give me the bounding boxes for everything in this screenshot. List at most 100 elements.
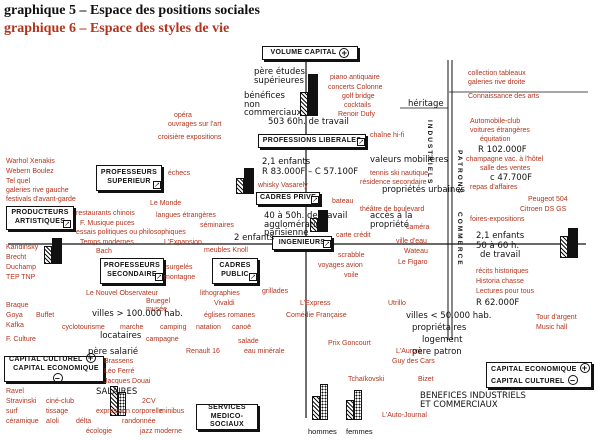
bar-chart-mark bbox=[308, 74, 318, 116]
cadres-prive-label: CADRES PRIVE bbox=[259, 194, 317, 202]
position-label: 50 à 60 h. bbox=[476, 241, 520, 251]
style-label: repas d'affaires bbox=[470, 184, 518, 191]
prof-sec-label: PROFESSEURS SECONDAIRE bbox=[103, 262, 161, 278]
style-label: Buffet bbox=[36, 312, 55, 319]
style-label: Tel quel bbox=[6, 178, 31, 185]
style-label: aïoli bbox=[46, 418, 59, 425]
position-label: propriétés urbaines bbox=[382, 185, 465, 195]
style-label: L'Aurore bbox=[396, 348, 423, 355]
style-label: concerts Colonne bbox=[328, 84, 383, 91]
style-label: eau minérale bbox=[244, 348, 285, 355]
box-professeurs-secondaire: PROFESSEURS SECONDAIRE bbox=[100, 258, 164, 284]
style-label: grillades bbox=[262, 288, 289, 295]
style-label: champagne vac. à l'hôtel bbox=[466, 156, 544, 163]
arrow-icon: ↗ bbox=[155, 273, 163, 281]
position-label: héritage bbox=[408, 99, 444, 109]
box-ingenieurs: INGENIEURS bbox=[272, 236, 332, 250]
bar-chart-mark bbox=[312, 396, 320, 420]
style-label: Warhol Xenakis bbox=[6, 158, 55, 165]
style-label: randonnée bbox=[122, 418, 156, 425]
position-label: femmes bbox=[346, 427, 373, 436]
bar-chart-mark bbox=[244, 168, 254, 194]
style-label: Webern Boulez bbox=[6, 168, 54, 175]
style-label: théâtre de boulevard bbox=[360, 206, 425, 213]
arrow-icon: ↗ bbox=[153, 181, 161, 189]
style-label: salade bbox=[238, 338, 259, 345]
style-label: Bruegel bbox=[146, 298, 171, 305]
style-label: essais politiques ou philosophiques bbox=[76, 229, 186, 236]
bar-chart-mark bbox=[354, 390, 362, 420]
style-label: Peugeot 504 bbox=[528, 196, 568, 203]
style-label: voitures étrangères bbox=[470, 127, 530, 134]
position-label: BENEFICES INDUSTRIELS ET COMMERCIAUX bbox=[420, 391, 526, 410]
style-label: Renault 16 bbox=[186, 348, 220, 355]
style-label: camping bbox=[160, 324, 187, 331]
style-label: canoë bbox=[232, 324, 252, 331]
style-label: F. Musique puces bbox=[80, 220, 135, 227]
style-label: Brecht bbox=[6, 254, 27, 261]
style-label: Brassens bbox=[104, 358, 134, 365]
style-label: Guy des Cars bbox=[392, 358, 435, 365]
style-label: whisky Vasarely bbox=[258, 182, 308, 189]
style-label: Ravel bbox=[6, 388, 24, 395]
bar-chart-mark bbox=[318, 210, 328, 232]
plus-circle-icon: + bbox=[85, 352, 96, 363]
style-label: salle des ventes bbox=[480, 165, 531, 172]
bar-chart-mark bbox=[320, 384, 328, 420]
position-label: hommes bbox=[308, 427, 337, 436]
style-label: résidence secondaire bbox=[360, 179, 427, 186]
position-label: bénéfices non commerciaux bbox=[244, 91, 302, 118]
style-label: carte crédit bbox=[336, 232, 371, 239]
style-label: meubles Knoll bbox=[204, 247, 248, 254]
arrow-icon: ↗ bbox=[357, 138, 365, 146]
style-label: Le Figaro bbox=[398, 259, 428, 266]
bar-chart-mark bbox=[44, 246, 52, 264]
style-label: croisière expositions bbox=[158, 134, 222, 141]
style-label: expression corporelle bbox=[96, 408, 163, 415]
style-label: voyages avion bbox=[318, 262, 363, 269]
position-label: 40 à 50h. de travail agglomération paris… bbox=[264, 211, 348, 238]
position-label: de travail bbox=[480, 250, 521, 260]
style-label: Tour d'argent bbox=[536, 314, 577, 321]
style-label: F. Culture bbox=[6, 336, 36, 343]
style-label: L'Auto-Journal bbox=[382, 412, 427, 419]
style-label: délta bbox=[76, 418, 92, 425]
style-label: galeries rive gauche bbox=[6, 187, 69, 194]
style-label: jazz moderne bbox=[140, 428, 183, 435]
arrow-icon: ↗ bbox=[323, 240, 331, 248]
style-label: campagne bbox=[146, 336, 179, 343]
bar-chart-mark bbox=[110, 386, 118, 416]
style-label: caméra bbox=[406, 224, 430, 231]
style-label: Goya bbox=[6, 312, 23, 319]
style-label: Kandinsky bbox=[6, 244, 39, 251]
style-label: lithographies bbox=[200, 290, 240, 297]
style-label: Vivaldi bbox=[214, 300, 235, 307]
vertical-industriels: INDUSTRIELS bbox=[426, 120, 433, 186]
position-label: père salarié bbox=[88, 347, 139, 357]
style-label: minibus bbox=[160, 408, 185, 415]
style-label: Braque bbox=[6, 302, 29, 309]
minus-circle-icon: – bbox=[52, 373, 63, 384]
style-label: Kafka bbox=[6, 322, 24, 329]
vertical-patrons: PATRONS bbox=[456, 150, 463, 195]
style-label: Connaissance des arts bbox=[468, 93, 540, 100]
producteurs-label: PRODUCTEURS ARTISTIQUES bbox=[11, 209, 69, 225]
prof-lib-label: PROFESSIONS LIBERALES bbox=[262, 136, 362, 144]
style-label: foires-expositions bbox=[470, 216, 525, 223]
position-label: c 47.700F bbox=[490, 173, 533, 183]
position-label: père patron bbox=[412, 347, 462, 357]
style-label: L'Express bbox=[300, 300, 331, 307]
bar-chart-mark bbox=[346, 400, 354, 420]
style-label: récits historiques bbox=[476, 268, 529, 275]
position-label: accès à la propriété bbox=[370, 211, 413, 230]
style-label: Wateau bbox=[404, 248, 428, 255]
style-label: TEP TNP bbox=[6, 274, 36, 281]
style-label: 2CV bbox=[142, 398, 156, 405]
style-label: Utrillo bbox=[388, 300, 406, 307]
bar-chart-mark bbox=[236, 178, 244, 194]
style-label: Tchaïkovski bbox=[348, 376, 385, 383]
box-volume-label: VOLUME CAPITAL bbox=[270, 48, 337, 56]
style-label: Le Monde bbox=[150, 200, 182, 207]
plus-circle-icon: + bbox=[339, 48, 350, 58]
bar-chart-mark bbox=[310, 218, 318, 232]
